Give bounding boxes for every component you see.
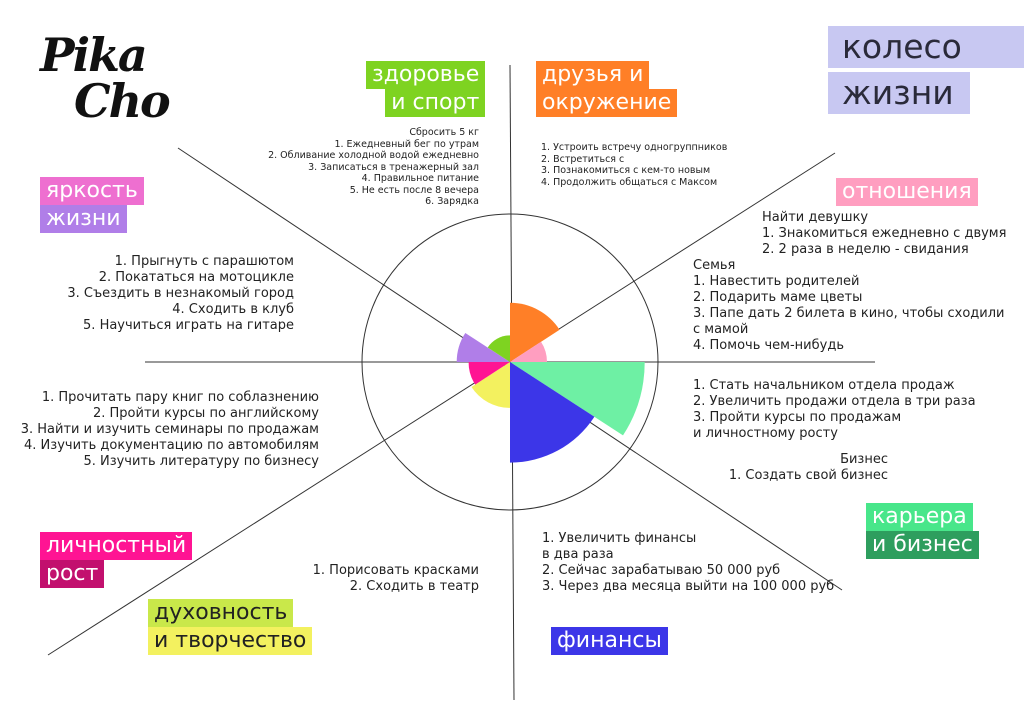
label-career-line2: и бизнес	[866, 531, 979, 559]
list-item: 3. Съездить в незнакомый город	[67, 286, 294, 301]
label-growth-line2: рост	[40, 560, 105, 588]
list-item: 5. Научиться играть на гитаре	[83, 318, 294, 333]
label-friends: друзья и окружение	[536, 61, 678, 117]
label-friends-line1: друзья и	[536, 61, 650, 89]
list-item: 1. Навестить родителей	[693, 274, 860, 289]
list-item: 4. Изучить документацию по автомобилям	[24, 438, 319, 453]
logo: Pika Cho	[40, 28, 171, 128]
list-item: 2. Пройти курсы по английскому	[92, 406, 319, 421]
list-business: Бизнес 1. Создать свой бизнес	[729, 452, 888, 484]
list-item: 5. Изучить литературу по бизнесу	[83, 454, 319, 469]
list-item: 2. Увеличить продажи отдела в три раза	[693, 394, 976, 409]
list-item: 1. Прыгнуть с парашютом	[114, 254, 294, 269]
wheel-sectors	[456, 302, 645, 463]
list-item: 1. Порисовать красками	[312, 563, 479, 578]
label-brightness-line1: яркость	[40, 177, 144, 205]
label-spirit: духовность и творчество	[148, 599, 313, 655]
label-career-line1: карьера	[866, 503, 973, 531]
list-friends: 1. Устроить встречу одногруппников 2. Вс…	[541, 142, 727, 188]
label-friends-line2: окружение	[536, 89, 678, 117]
sector-relations	[510, 341, 547, 362]
wheel-spoke	[47, 152, 836, 656]
list-item: 2. Обливание холодной водой ежедневно	[268, 150, 479, 161]
sector-career	[510, 362, 645, 436]
label-growth-line1: личностный	[40, 532, 193, 560]
sector-health	[487, 335, 510, 362]
list-item: 4. Сходить в клуб	[172, 302, 294, 317]
list-item: 2. Подарить маме цветы	[693, 290, 863, 305]
list-item: с мамой	[693, 322, 749, 337]
wheel-circle	[361, 213, 659, 511]
list-brightness: 1. Прыгнуть с парашютом 2. Покататься на…	[67, 254, 294, 334]
logo-line1: Pika	[40, 28, 148, 82]
list-item: 1. Стать начальником отдела продаж	[693, 378, 955, 393]
list-item: 4. Правильное питание	[361, 173, 479, 184]
list-item: Семья	[693, 258, 736, 273]
list-item: 1. Устроить встречу одногруппников	[541, 142, 728, 153]
list-item: 3. Записаться в тренажерный зал	[308, 161, 479, 173]
list-item: 1. Создать свой бизнес	[728, 468, 888, 483]
label-growth: личностный рост	[40, 532, 193, 588]
label-finance: финансы	[551, 627, 668, 655]
list-relations-girlfriend: Найти девушку 1. Знакомиться ежедневно с…	[762, 210, 1006, 258]
list-item: 3. Пройти курсы по продажам	[693, 410, 902, 425]
sector-friends	[510, 302, 560, 362]
list-item: 2. Покататься на мотоцикле	[98, 270, 294, 285]
label-spirit-line2: и творчество	[148, 627, 313, 655]
list-career: 1. Стать начальником отдела продаж 2. Ув…	[693, 378, 976, 442]
list-item: в два раза	[542, 547, 614, 562]
page-title: колесо жизни	[828, 26, 1024, 114]
list-item: 1. Ежедневный бег по утрам	[334, 138, 479, 150]
label-relations: отношения	[836, 178, 978, 206]
label-finance-line1: финансы	[551, 627, 668, 655]
title-line2: жизни	[828, 72, 970, 114]
list-item: 2. 2 раза в неделю - свидания	[762, 242, 969, 257]
list-item: 6. Зарядка	[425, 196, 479, 207]
list-item: 2. Сейчас зарабатываю 50 000 руб	[542, 563, 781, 578]
label-spirit-line1: духовность	[148, 599, 294, 627]
label-relations-line1: отношения	[836, 178, 978, 206]
list-item: 2. Сходить в театр	[349, 579, 479, 594]
label-health: здоровье и спорт	[366, 61, 486, 117]
list-item: 4. Помочь чем-нибудь	[693, 338, 844, 353]
list-item: Бизнес	[840, 452, 888, 467]
list-item: 5. Не есть после 8 вечера	[349, 184, 479, 196]
list-item: Сбросить 5 кг	[409, 127, 479, 138]
label-career: карьера и бизнес	[866, 503, 979, 559]
list-relations-family: Семья 1. Навестить родителей 2. Подарить…	[693, 258, 1005, 354]
logo-line2: Cho	[74, 74, 171, 128]
list-item: 1. Знакомиться ежедневно с двумя	[762, 226, 1007, 241]
list-growth: 1. Прочитать пару книг по соблазнению 2.…	[21, 390, 319, 470]
list-health: Сбросить 5 кг 1. Ежедневный бег по утрам…	[268, 127, 479, 208]
label-brightness: яркость жизни	[40, 177, 144, 233]
list-finance: 1. Увеличить финансы в два раза 2. Сейча…	[542, 531, 834, 595]
list-spirit: 1. Порисовать красками 2. Сходить в теат…	[313, 563, 479, 595]
sector-spirit	[471, 362, 510, 408]
list-item: 3. Найти и изучить семинары по продажам	[20, 422, 319, 437]
sector-brightness	[456, 333, 510, 362]
label-health-line1: здоровье	[366, 61, 486, 89]
label-health-line2: и спорт	[385, 89, 486, 117]
list-item: 1. Увеличить финансы	[542, 531, 697, 546]
list-item: Найти девушку	[762, 210, 869, 225]
sector-finance	[510, 362, 595, 463]
list-item: и личностному росту	[693, 426, 838, 441]
list-item: 3. Познакомиться с кем-то новым	[541, 165, 711, 176]
label-brightness-line2: жизни	[40, 205, 127, 233]
list-item: 3. Папе дать 2 билета в кино, чтобы сход…	[693, 306, 1005, 321]
list-item: 2. Встретиться с	[541, 153, 625, 165]
list-item: 3. Через два месяца выйти на 100 000 руб	[542, 579, 835, 594]
sector-growth	[468, 362, 510, 385]
list-item: 1. Прочитать пару книг по соблазнению	[41, 390, 319, 405]
title-line1: колесо	[828, 26, 1024, 68]
list-item: 4. Продолжить общаться с Максом	[541, 176, 718, 188]
